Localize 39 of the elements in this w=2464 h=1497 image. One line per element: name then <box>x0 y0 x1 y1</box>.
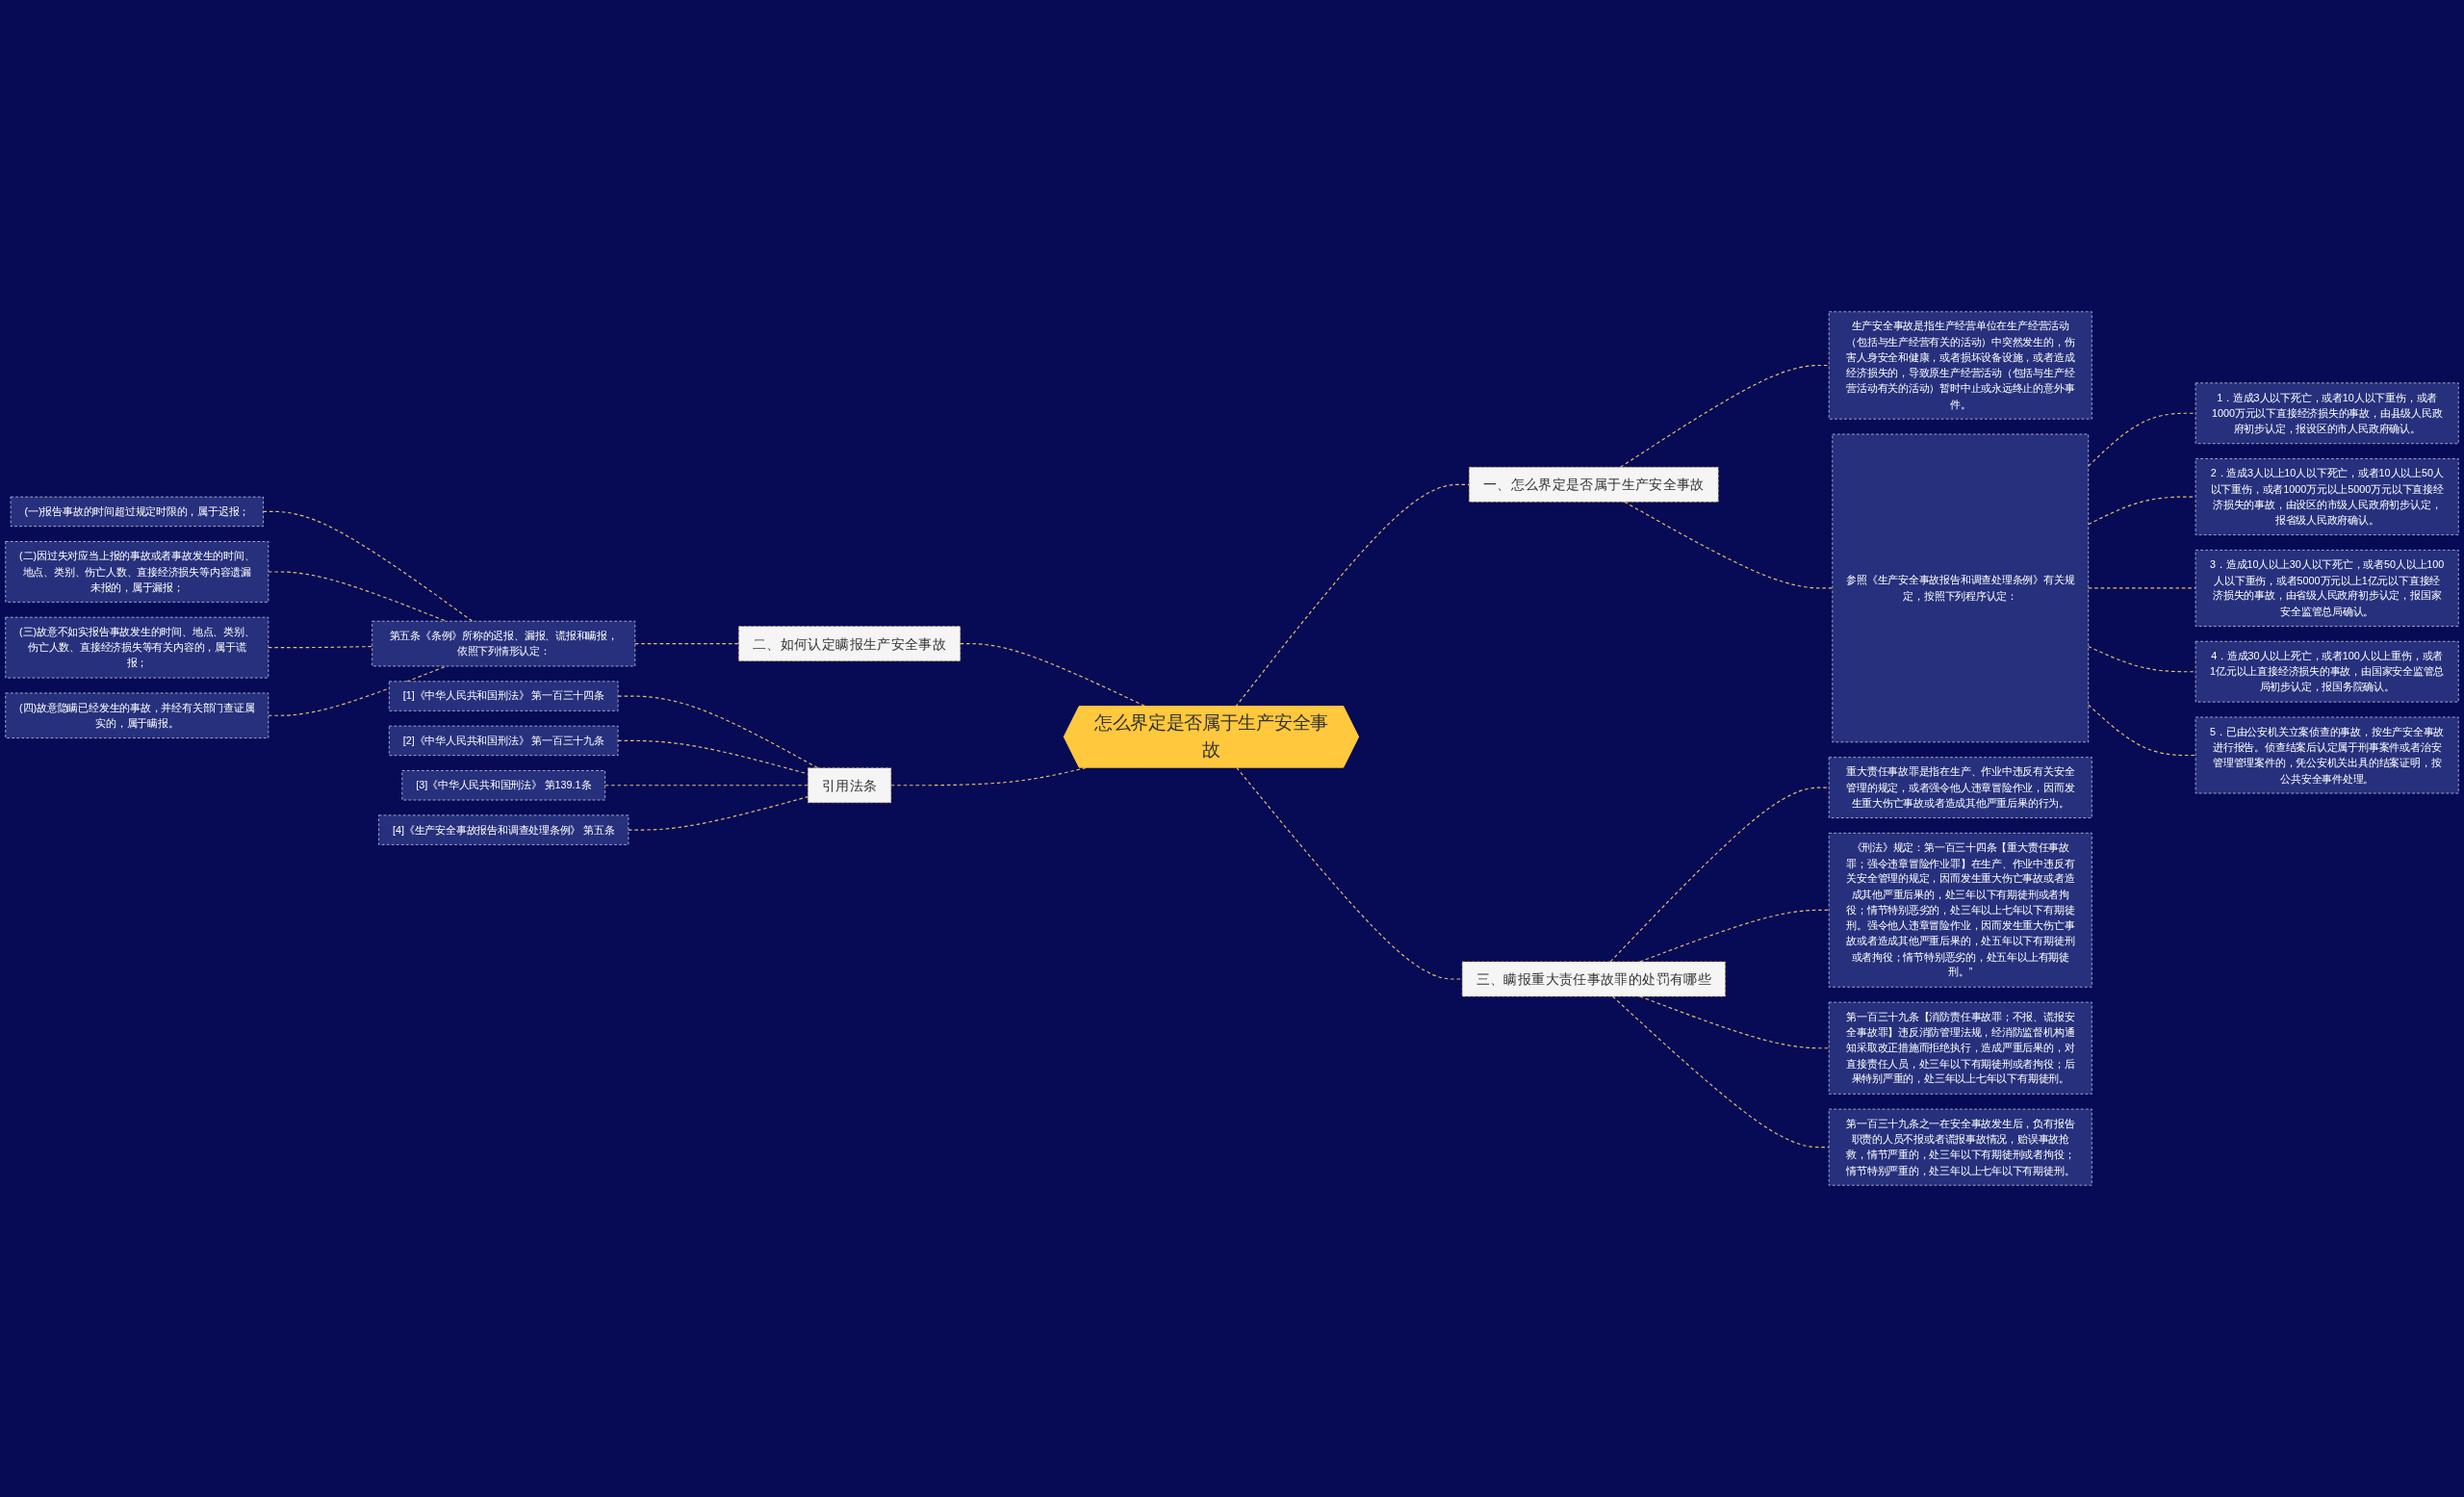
connector <box>268 665 448 716</box>
node-box: 重大责任事故罪是指在生产、作业中违反有关安全管理的规定，或者强令他人违章冒险作业，因而发生重大伤亡事故或者造成其他严重后果的行为。 <box>1828 757 2092 818</box>
node-box: 《刑法》规定：第一百三十四条【重大责任事故罪；强令违章冒险作业罪】在生产、作业中违反有关安全管理的规定，因而发生重大伤亡事故或者造成其他严重后果的，处三年以下有期徒刑或者拘役；情节特别恶劣的，处三年以上七年以下有期徒刑。强令他人违章冒险作业，因而发生重大伤亡事故或者造成其他严重后果的，处五年以下有期徒刑或者拘役；情节特别恶劣的，处五年以上有期徒刑。” <box>1828 833 2092 988</box>
connector <box>1639 995 1830 1049</box>
connector <box>1236 766 1463 980</box>
connector <box>1619 364 1830 468</box>
node-box: 1．造成3人以下死亡，或者10人以下重伤，或者1000万元以下直接经济损失的事故，由县级人民政府初步认定，报设区的市人民政府确认。 <box>2194 382 2459 445</box>
node-box: 二、如何认定瞒报生产安全事故 <box>738 626 961 661</box>
connector <box>2088 587 2196 589</box>
node-box: 三、瞒报重大责任事故罪的处罚有哪些 <box>1461 961 1726 997</box>
node-box: [3]《中华人民共和国刑法》 第139.1条 <box>401 770 606 801</box>
node-box: 4．造成30人以上死亡，或者100人以上重伤，或者1亿元以上直接经济损失的事故，由国家安全监管总局初步认定，报国务院确认。 <box>2194 640 2459 703</box>
connector <box>1624 501 1834 589</box>
node-box: (二)因过失对应当上报的事故或者事故发生的时间、地点、类别、伤亡人数、直接经济损失等内容遗漏未报的，属于漏报； <box>5 541 270 603</box>
node-box: 第五条《条例》所称的迟报、漏报、谎报和瞒报，依照下列情形认定： <box>372 620 636 667</box>
node-box: 一、怎么界定是否属于生产安全事故 <box>1469 466 1719 503</box>
node-box: 3．造成10人以上30人以下死亡，或者50人以上100人以下重伤，或者5000万元以上1亿元以下直接经济损失的事故，由省级人民政府初步认定，报国家安全监管总局确认。 <box>2194 550 2459 627</box>
connector <box>1639 909 1830 963</box>
node-box: (一)报告事故的时间超过规定时限的，属于迟报； <box>10 496 264 528</box>
connector <box>604 785 809 787</box>
connector <box>2088 704 2196 757</box>
connector <box>262 510 474 622</box>
node-box: 引用法条 <box>808 767 892 804</box>
node-box: (三)故意不如实报告事故发生的时间、地点、类别、伤亡人数、直接经济损失等有关内容的，属于谎报； <box>5 616 270 679</box>
node-box: 生产安全事故是指生产经营单位在生产经营活动（包括与生产经营有关的活动）中突然发生的，伤害人身安全和健康，或者损坏设备设施，或者造成经济损失的，导致原生产经营活动（包括与生产经营活动有关的活动）暂时中止或永远终止的意外事件。 <box>1828 311 2092 420</box>
connector <box>2088 412 2196 467</box>
node-box: 第一百三十九条【消防责任事故罪；不报、谎报安全事故罪】违反消防管理法规，经消防监督机构通知采取改正措施而拒绝执行，造成严重后果的，对直接责任人员，处三年以下有期徒刑或者拘役；后果特别严重的，处三年以上七年以下有期徒刑。 <box>1828 1001 2092 1095</box>
connector <box>628 796 809 831</box>
node-box: [4]《生产安全事故报告和调查处理条例》 第五条 <box>378 814 629 845</box>
node-box: (四)故意隐瞒已经发生的事故，并经有关部门查证属实的，属于瞒报。 <box>5 692 270 738</box>
connector <box>1609 787 1830 963</box>
connector <box>268 571 448 622</box>
node-box: [1]《中华人民共和国刑法》 第一百三十四条 <box>388 681 619 711</box>
node-box: 5．已由公安机关立案侦查的事故，按生产安全事故进行报告。侦查结案后认定属于刑事案件或者治安管理管理案件的，凭公安机关出具的结案证明，按公共安全事件处理。 <box>2194 716 2459 794</box>
connector <box>1611 995 1830 1149</box>
node-box: [2]《中华人民共和国刑法》 第一百三十九条 <box>388 725 619 757</box>
node-box: 第一百三十九条之一在安全事故发生后，负有报告职责的人员不报或者谎报事故情况，贻误事故抢救，情节严重的，处三年以下有期徒刑或者拘役；情节特别严重的，处三年以上七年以下有期徒刑。 <box>1828 1108 2092 1186</box>
node-box: 2．造成3人以上10人以下死亡，或者10人以上50人以下重伤，或者1000万元以上5000万元以下直接经济损失的事故，由设区的市级人民政府初步认定，报省级人民政府确认。 <box>2194 458 2459 535</box>
node-box: 参照《生产安全事故报告和调查处理条例》有关规定，按照下列程序认定： <box>1832 433 2090 743</box>
